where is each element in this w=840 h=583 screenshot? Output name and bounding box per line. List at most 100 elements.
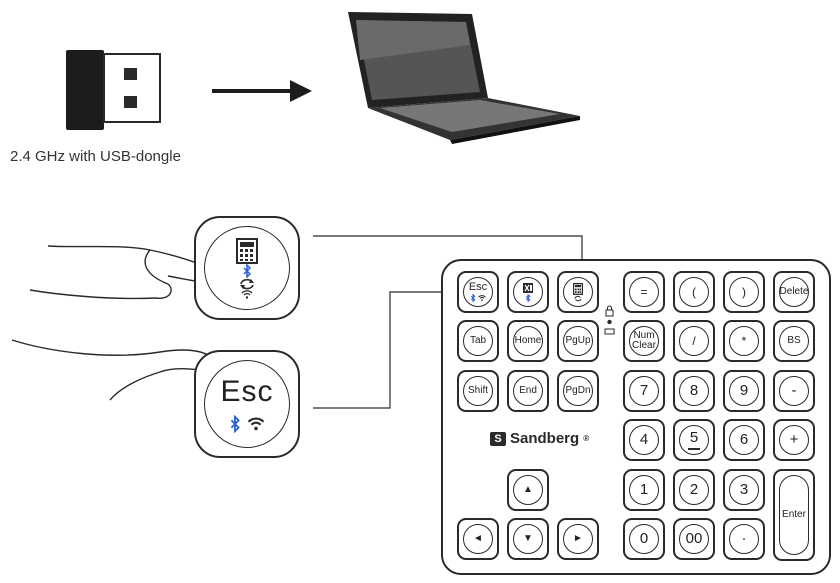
arrow-left-key[interactable]: ◄	[457, 518, 499, 560]
wifi-icon	[241, 289, 253, 299]
wifi-icon	[478, 295, 486, 302]
double-zero-key[interactable]: 00	[673, 518, 715, 560]
plus-key[interactable]: +	[773, 419, 815, 461]
arrow-down-key[interactable]: ▼	[507, 518, 549, 560]
dot-key[interactable]: ·	[723, 518, 765, 560]
esc-key-zoom: Esc	[194, 350, 300, 458]
calculator-icon	[236, 237, 258, 264]
paren-open-key[interactable]: (	[673, 271, 715, 313]
end-key[interactable]: End	[507, 370, 549, 412]
minus-key-label: -	[779, 376, 809, 406]
seven-key-label: 7	[629, 376, 659, 406]
sandberg-logo-mark: S	[490, 431, 506, 446]
double-zero-key-label: 00	[679, 524, 709, 554]
tab-key-label: Tab	[463, 326, 493, 356]
enter-key[interactable]: Enter	[773, 469, 815, 561]
end-key-label: End	[513, 376, 543, 406]
esc-key-zoom-label: Esc	[220, 375, 274, 408]
esc-key-label: Esc	[468, 280, 488, 293]
paren-open-key-label: (	[679, 277, 709, 307]
eight-key-label: 8	[679, 376, 709, 406]
pgup-key-label: PgUp	[563, 326, 593, 356]
nine-key-label: 9	[729, 376, 759, 406]
clear-key-label: Clear	[632, 340, 656, 351]
slash-key[interactable]: /	[673, 320, 715, 362]
sync-icon	[240, 278, 254, 289]
sync-icon	[574, 295, 582, 301]
bluetooth-icon	[230, 415, 240, 433]
five-key-label: 5	[689, 429, 699, 447]
shift-key-label: Shift	[463, 376, 493, 406]
equals-key[interactable]: =	[623, 271, 665, 313]
plus-key-label: +	[779, 425, 809, 455]
calculator-key[interactable]	[557, 271, 599, 313]
paren-close-key-label: )	[729, 277, 759, 307]
five-key-nub	[688, 447, 700, 450]
nine-key[interactable]: 9	[723, 370, 765, 412]
num-key-label: Num	[633, 329, 655, 341]
bluetooth-icon	[243, 263, 252, 278]
pgdn-key[interactable]: PgDn	[557, 370, 599, 412]
esc-key[interactable]: Esc	[457, 271, 499, 313]
esc-key-zoom-cap: Esc	[204, 360, 290, 448]
arrow-right-key[interactable]: ►	[557, 518, 599, 560]
six-key[interactable]: 6	[723, 419, 765, 461]
six-key-label: 6	[729, 425, 759, 455]
minus-key[interactable]: -	[773, 370, 815, 412]
four-key[interactable]: 4	[623, 419, 665, 461]
seven-key[interactable]: 7	[623, 370, 665, 412]
arrow-down-key-label: ▼	[513, 524, 543, 554]
home-key[interactable]: Home	[507, 320, 549, 362]
excel-icon	[523, 283, 533, 293]
calculator-key-zoom-cap	[204, 226, 290, 310]
excel-key[interactable]	[507, 271, 549, 313]
bluetooth-icon	[525, 294, 531, 302]
leader-line-esc	[313, 291, 460, 409]
zero-key-label: 0	[629, 524, 659, 554]
hand-illustration	[11, 245, 216, 401]
connection-caption: 2.4 GHz with USB-dongle	[10, 148, 181, 165]
usb-dongle-icon	[66, 50, 161, 130]
enter-key-label: Enter	[779, 475, 809, 555]
arrow-right-icon	[212, 80, 312, 102]
wifi-icon	[247, 417, 265, 431]
one-key-label: 1	[629, 475, 659, 505]
calculator-icon	[573, 282, 583, 295]
slash-key-label: /	[679, 326, 709, 356]
delete-key[interactable]: Delete	[773, 271, 815, 313]
delete-key-label: Delete	[779, 277, 809, 307]
five-key[interactable]: 5	[673, 419, 715, 461]
laptop-icon	[348, 12, 580, 144]
calculator-key-zoom	[194, 216, 300, 320]
pgup-key[interactable]: PgUp	[557, 320, 599, 362]
equals-key-label: =	[629, 277, 659, 307]
dot-key-label: ·	[729, 524, 759, 554]
star-key[interactable]: *	[723, 320, 765, 362]
bs-key-label: BS	[779, 326, 809, 356]
zero-key[interactable]: 0	[623, 518, 665, 560]
sandberg-logo: S Sandberg ®	[490, 430, 589, 447]
pgdn-key-label: PgDn	[563, 376, 593, 406]
arrow-left-key-label: ◄	[463, 524, 493, 554]
three-key[interactable]: 3	[723, 469, 765, 511]
sandberg-logo-text: Sandberg	[510, 430, 580, 447]
one-key[interactable]: 1	[623, 469, 665, 511]
bs-key[interactable]: BS	[773, 320, 815, 362]
shift-key[interactable]: Shift	[457, 370, 499, 412]
paren-close-key[interactable]: )	[723, 271, 765, 313]
two-key-label: 2	[679, 475, 709, 505]
three-key-label: 3	[729, 475, 759, 505]
eight-key[interactable]: 8	[673, 370, 715, 412]
two-key[interactable]: 2	[673, 469, 715, 511]
four-key-label: 4	[629, 425, 659, 455]
sandberg-logo-reg: ®	[583, 434, 590, 443]
star-key-label: *	[729, 326, 759, 356]
arrow-right-key-label: ►	[563, 524, 593, 554]
lock-icon	[604, 305, 615, 335]
arrow-up-key[interactable]: ▲	[507, 469, 549, 511]
leader-line-calculator	[313, 235, 583, 270]
tab-key[interactable]: Tab	[457, 320, 499, 362]
bluetooth-icon	[470, 294, 476, 303]
num-clear-key[interactable]: Num Clear	[623, 320, 665, 362]
